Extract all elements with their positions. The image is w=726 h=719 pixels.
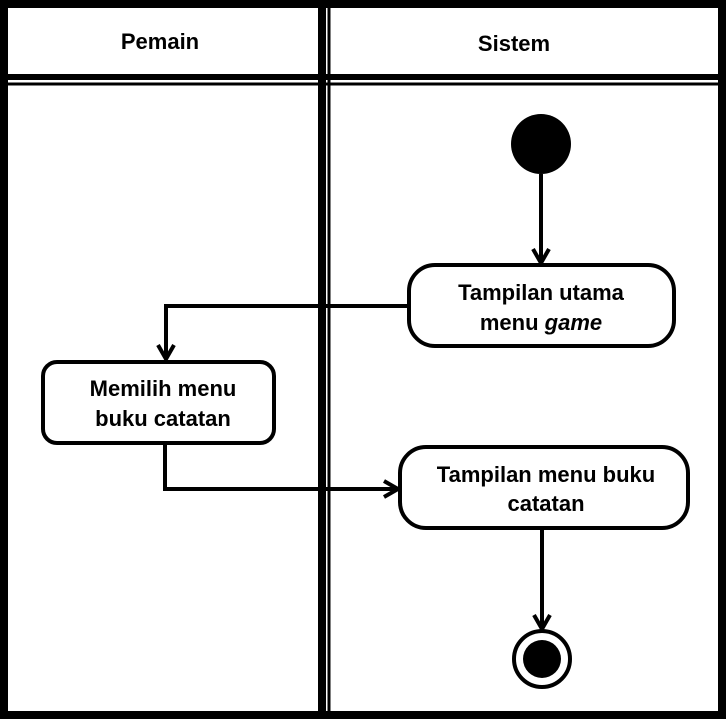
- initial-node-icon: [511, 114, 571, 174]
- action-notebook-menu: Tampilan menu buku catatan: [398, 445, 690, 530]
- action-choose-notebook-line2: buku catatan: [95, 406, 231, 431]
- action-main-menu: Tampilan utama menu game: [407, 263, 676, 348]
- lane-title-pemain: Pemain: [121, 29, 199, 54]
- action-main-menu-line2-italic: game: [544, 310, 602, 335]
- action-choose-notebook-line1: Memilih menu: [90, 376, 237, 401]
- action-main-menu-line1: Tampilan utama: [458, 280, 625, 305]
- action-choose-notebook: Memilih menu buku catatan: [41, 360, 276, 445]
- action-notebook-menu-line2: catatan: [507, 491, 584, 516]
- flow-choose-notebook-to-notebook-menu: [163, 443, 397, 489]
- action-main-menu-line2: menu game: [480, 310, 602, 335]
- action-main-menu-line2-prefix: menu: [480, 310, 545, 335]
- final-node-icon: [512, 629, 572, 689]
- action-notebook-menu-line1: Tampilan menu buku: [437, 462, 655, 487]
- lane-title-sistem: Sistem: [478, 31, 550, 56]
- flow-main-menu-to-choose-notebook: [166, 304, 409, 358]
